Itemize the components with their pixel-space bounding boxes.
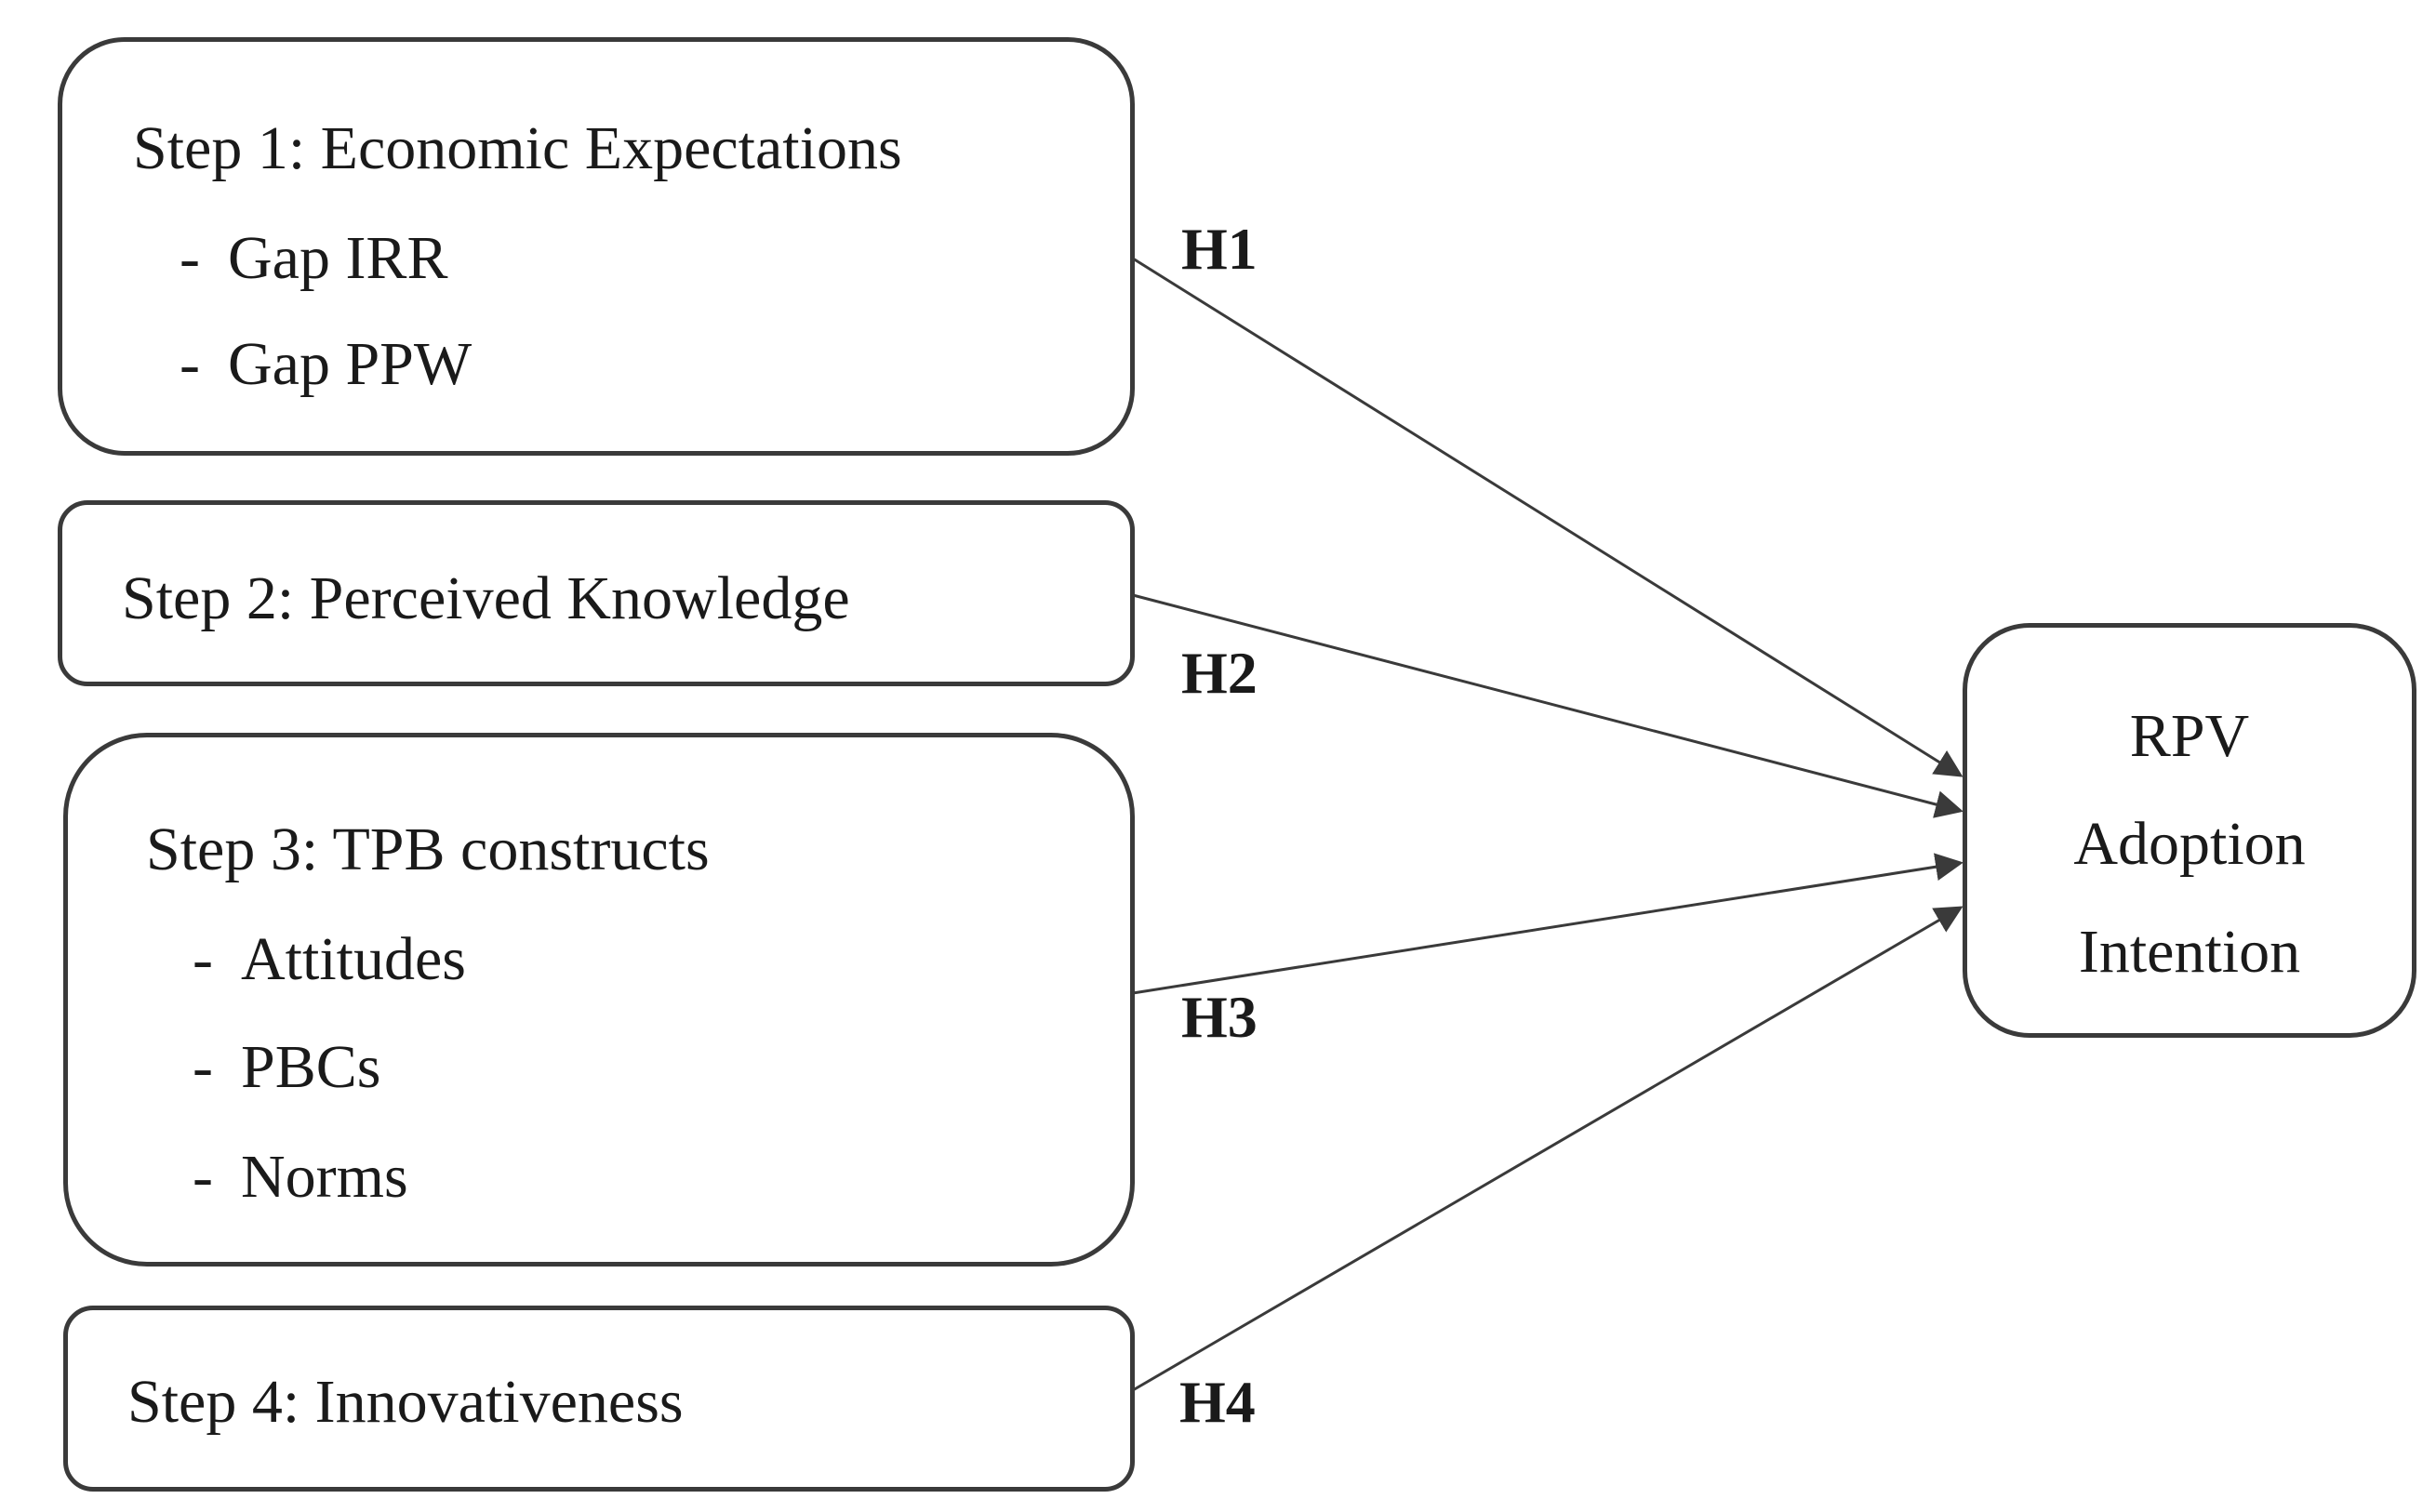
step-1-title: Step 1: Economic Expectations bbox=[133, 114, 902, 182]
step-4-title: Step 4: Innovativeness bbox=[127, 1368, 684, 1436]
hypothesis-label-h3: H3 bbox=[1181, 984, 1258, 1050]
step-2-box: Step 2: Perceived Knowledge bbox=[58, 500, 1135, 686]
arrow-h1 bbox=[1132, 257, 1963, 777]
target-line-2: Adoption bbox=[2073, 810, 2306, 878]
arrow-h2 bbox=[1132, 593, 1963, 818]
arrow-h4 bbox=[1132, 906, 1963, 1392]
step-3-item-norms: -Norms bbox=[193, 1143, 408, 1211]
target-line-3: Intention bbox=[2078, 918, 2301, 986]
step-3-item-attitudes: -Attitudes bbox=[193, 925, 466, 993]
item-marker: - bbox=[193, 1143, 213, 1211]
target-line-1: RPV bbox=[2129, 702, 2250, 770]
target-box: RPV Adoption Intention bbox=[1963, 623, 2416, 1038]
item-marker: - bbox=[193, 1033, 213, 1101]
step-4-box: Step 4: Innovativeness bbox=[63, 1306, 1135, 1492]
item-marker: - bbox=[180, 224, 200, 292]
step-3-title: Step 3: TPB constructs bbox=[146, 816, 710, 883]
step-1-box: Step 1: Economic Expectations -Gap IRR -… bbox=[58, 37, 1135, 456]
step-3-item-pbcs: -PBCs bbox=[193, 1033, 381, 1101]
item-marker: - bbox=[180, 330, 200, 398]
arrow-h3 bbox=[1132, 853, 1963, 995]
item-marker: - bbox=[193, 925, 213, 993]
step-2-title: Step 2: Perceived Knowledge bbox=[122, 564, 850, 632]
hypothesis-label-h4: H4 bbox=[1179, 1369, 1256, 1435]
hypothesis-label-h1: H1 bbox=[1181, 216, 1258, 282]
step-1-item-gap-irr: -Gap IRR bbox=[180, 224, 448, 292]
step-3-box: Step 3: TPB constructs -Attitudes -PBCs … bbox=[63, 733, 1135, 1267]
hypothesis-label-h2: H2 bbox=[1181, 640, 1258, 706]
step-1-item-gap-ppw: -Gap PPW bbox=[180, 330, 473, 398]
